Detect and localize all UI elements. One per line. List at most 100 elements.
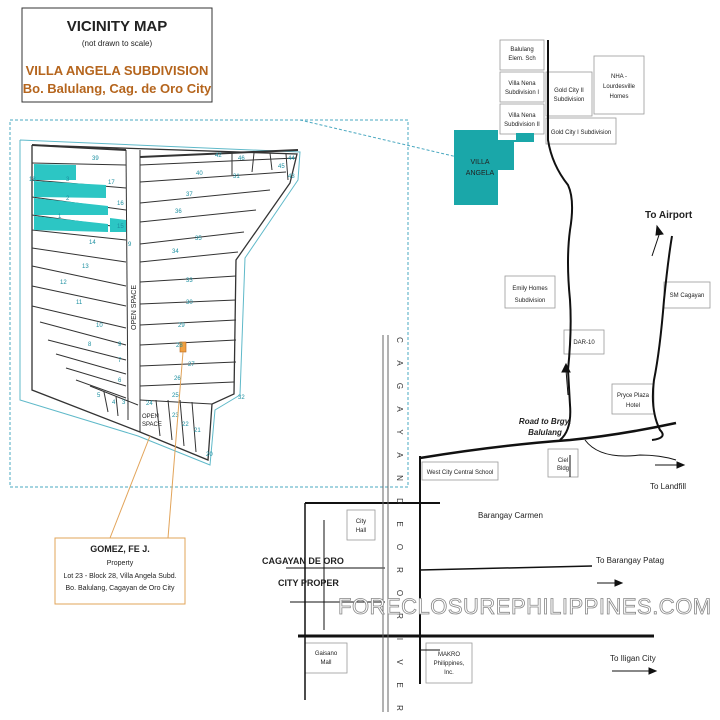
to-airport-label: To Airport — [645, 210, 693, 221]
road-to-balulang-label-1: Road to Brgy. — [519, 417, 571, 426]
villa-angela-block: VILLA ANGELA — [454, 130, 534, 205]
lot-number: 5 — [97, 393, 101, 399]
roads — [286, 40, 677, 712]
arrows — [561, 224, 686, 675]
lot-number: 26 — [174, 376, 181, 382]
inset-frame — [9, 119, 409, 488]
emily-homes-label-2: Subdivision — [515, 298, 546, 304]
gold-city-2-label-1: Gold City II — [554, 88, 584, 94]
lot-number: 9 — [128, 242, 132, 248]
lot-number: 1 — [58, 214, 62, 220]
river-letter: D — [395, 498, 404, 504]
gaisano-label-1: Gaisano — [315, 651, 338, 657]
makro-label-2: Philippines, — [434, 661, 465, 667]
open-space-label: OPEN SPACE — [131, 285, 138, 330]
title-box: VICINITY MAP (not drawn to scale) VILLA … — [21, 7, 213, 103]
open-space-small-label-1: OPEN — [142, 414, 159, 420]
property-lot: Lot 23 - Block 28, Villa Angela Subd. — [63, 573, 176, 580]
nha-label-2: Lourdesville — [603, 84, 636, 90]
owner-name: GOMEZ, FE J. — [90, 544, 150, 554]
river-letter: A — [395, 360, 404, 366]
inset-connector-line — [299, 119, 471, 161]
highlighted-lots — [34, 164, 126, 232]
lot-number: 44 — [288, 156, 295, 162]
lot-number: 33 — [186, 278, 193, 284]
villa-nena-2-label-2: Subdivision II — [504, 122, 540, 128]
property-type: Property — [107, 560, 134, 567]
villa-angela-label-2: ANGELA — [466, 170, 495, 177]
balulang-school-label-2: Elem. Sch — [508, 56, 535, 62]
lot-number: 25 — [172, 393, 179, 399]
to-landfill-label: To Landfill — [650, 482, 686, 491]
lot-number: 12 — [60, 280, 67, 286]
villa-nena-1-label-1: Villa Nena — [508, 81, 536, 87]
river-letter: O — [395, 544, 404, 550]
river-letter: G — [395, 383, 404, 389]
river-letter: A — [395, 406, 404, 412]
nha-label-3: Homes — [609, 94, 628, 100]
pryce-plaza-label-2: Hotel — [626, 403, 640, 409]
lot-number: 8 — [88, 342, 92, 348]
lot-number: 39 — [92, 156, 99, 162]
ciel-bldg-label-2: Bldg — [557, 466, 569, 472]
lot-number: 18 — [29, 177, 36, 183]
road-to-balulang-label-2: Balulang — [528, 428, 562, 437]
lot-number: 28 — [176, 343, 183, 349]
river-letter: R — [395, 567, 404, 573]
lot-number: 2 — [66, 196, 70, 202]
open-space-small-label-2: SPACE — [142, 422, 162, 428]
lot-number: 15 — [117, 224, 124, 230]
cdo-proper-label-1: CAGAYAN DE ORO — [262, 556, 344, 566]
villa-nena-1-label-2: Subdivision I — [505, 90, 539, 96]
lot-number: 3 — [122, 400, 126, 406]
river-letter: I — [395, 638, 404, 640]
lot-number: 31 — [233, 174, 240, 180]
lot-number: 36 — [175, 209, 182, 215]
river-letter: Y — [395, 429, 404, 435]
river-letter: E — [395, 521, 404, 526]
river-letter: C — [395, 337, 404, 343]
watermark: FORECLOSUREPHILIPPINES.COM — [338, 594, 712, 619]
lot-number: 11 — [76, 300, 83, 306]
city-hall-label-1: City — [356, 519, 366, 525]
subdivision-name: VILLA ANGELA SUBDIVISION — [26, 63, 209, 78]
city-hall-label-2: Hall — [356, 528, 366, 534]
barangay-carmen-label: Barangay Carmen — [478, 511, 543, 520]
lot-numbers: 18 3 2 1 39 17 16 15 14 13 12 11 10 8 9 … — [29, 153, 295, 458]
lot-number: 21 — [194, 428, 201, 434]
lot-number: 23 — [172, 413, 179, 419]
to-patag-label: To Barangay Patag — [596, 556, 664, 565]
lot-number: 30 — [186, 300, 193, 306]
subdivision-location: Bo. Balulang, Cag. de Oro City — [23, 81, 212, 96]
property-callout: GOMEZ, FE J. Property Lot 23 - Block 28,… — [54, 351, 186, 605]
property-address: Bo. Balulang, Cagayan de Oro City — [66, 585, 175, 592]
lot-number: 24 — [146, 401, 153, 407]
gold-city-2-label-2: Subdivision — [554, 97, 585, 103]
lot-number: 9 — [118, 342, 122, 348]
cdo-proper-label-2: CITY PROPER — [278, 578, 339, 588]
villa-angela-label-1: VILLA — [470, 159, 489, 166]
lot-number: 34 — [172, 249, 179, 255]
lot-number: 13 — [82, 264, 89, 270]
makro-label-3: Inc. — [444, 670, 454, 676]
lot-number: 7 — [118, 358, 122, 364]
lot-number: 4 — [112, 400, 116, 406]
lot-number: 20 — [206, 452, 213, 458]
river-letter: R — [395, 705, 404, 711]
lot-number: 37 — [186, 192, 193, 198]
lot-number: 46 — [238, 156, 245, 162]
makro-label-1: MAKRO — [438, 652, 460, 658]
lot-number: 29 — [178, 323, 185, 329]
dar-label: DAR-10 — [573, 340, 595, 346]
map-subtitle: (not drawn to scale) — [82, 39, 153, 48]
landmark-boxes — [304, 39, 711, 684]
lot-number: 3 — [66, 177, 70, 183]
ciel-bldg-label-1: Ciel — [558, 458, 568, 464]
west-city-school-label: West City Central School — [427, 470, 494, 476]
lot-number: 6 — [118, 378, 122, 384]
gaisano-label-2: Mall — [320, 660, 331, 666]
lot-number: 22 — [182, 422, 189, 428]
map-title: VICINITY MAP — [67, 18, 168, 35]
